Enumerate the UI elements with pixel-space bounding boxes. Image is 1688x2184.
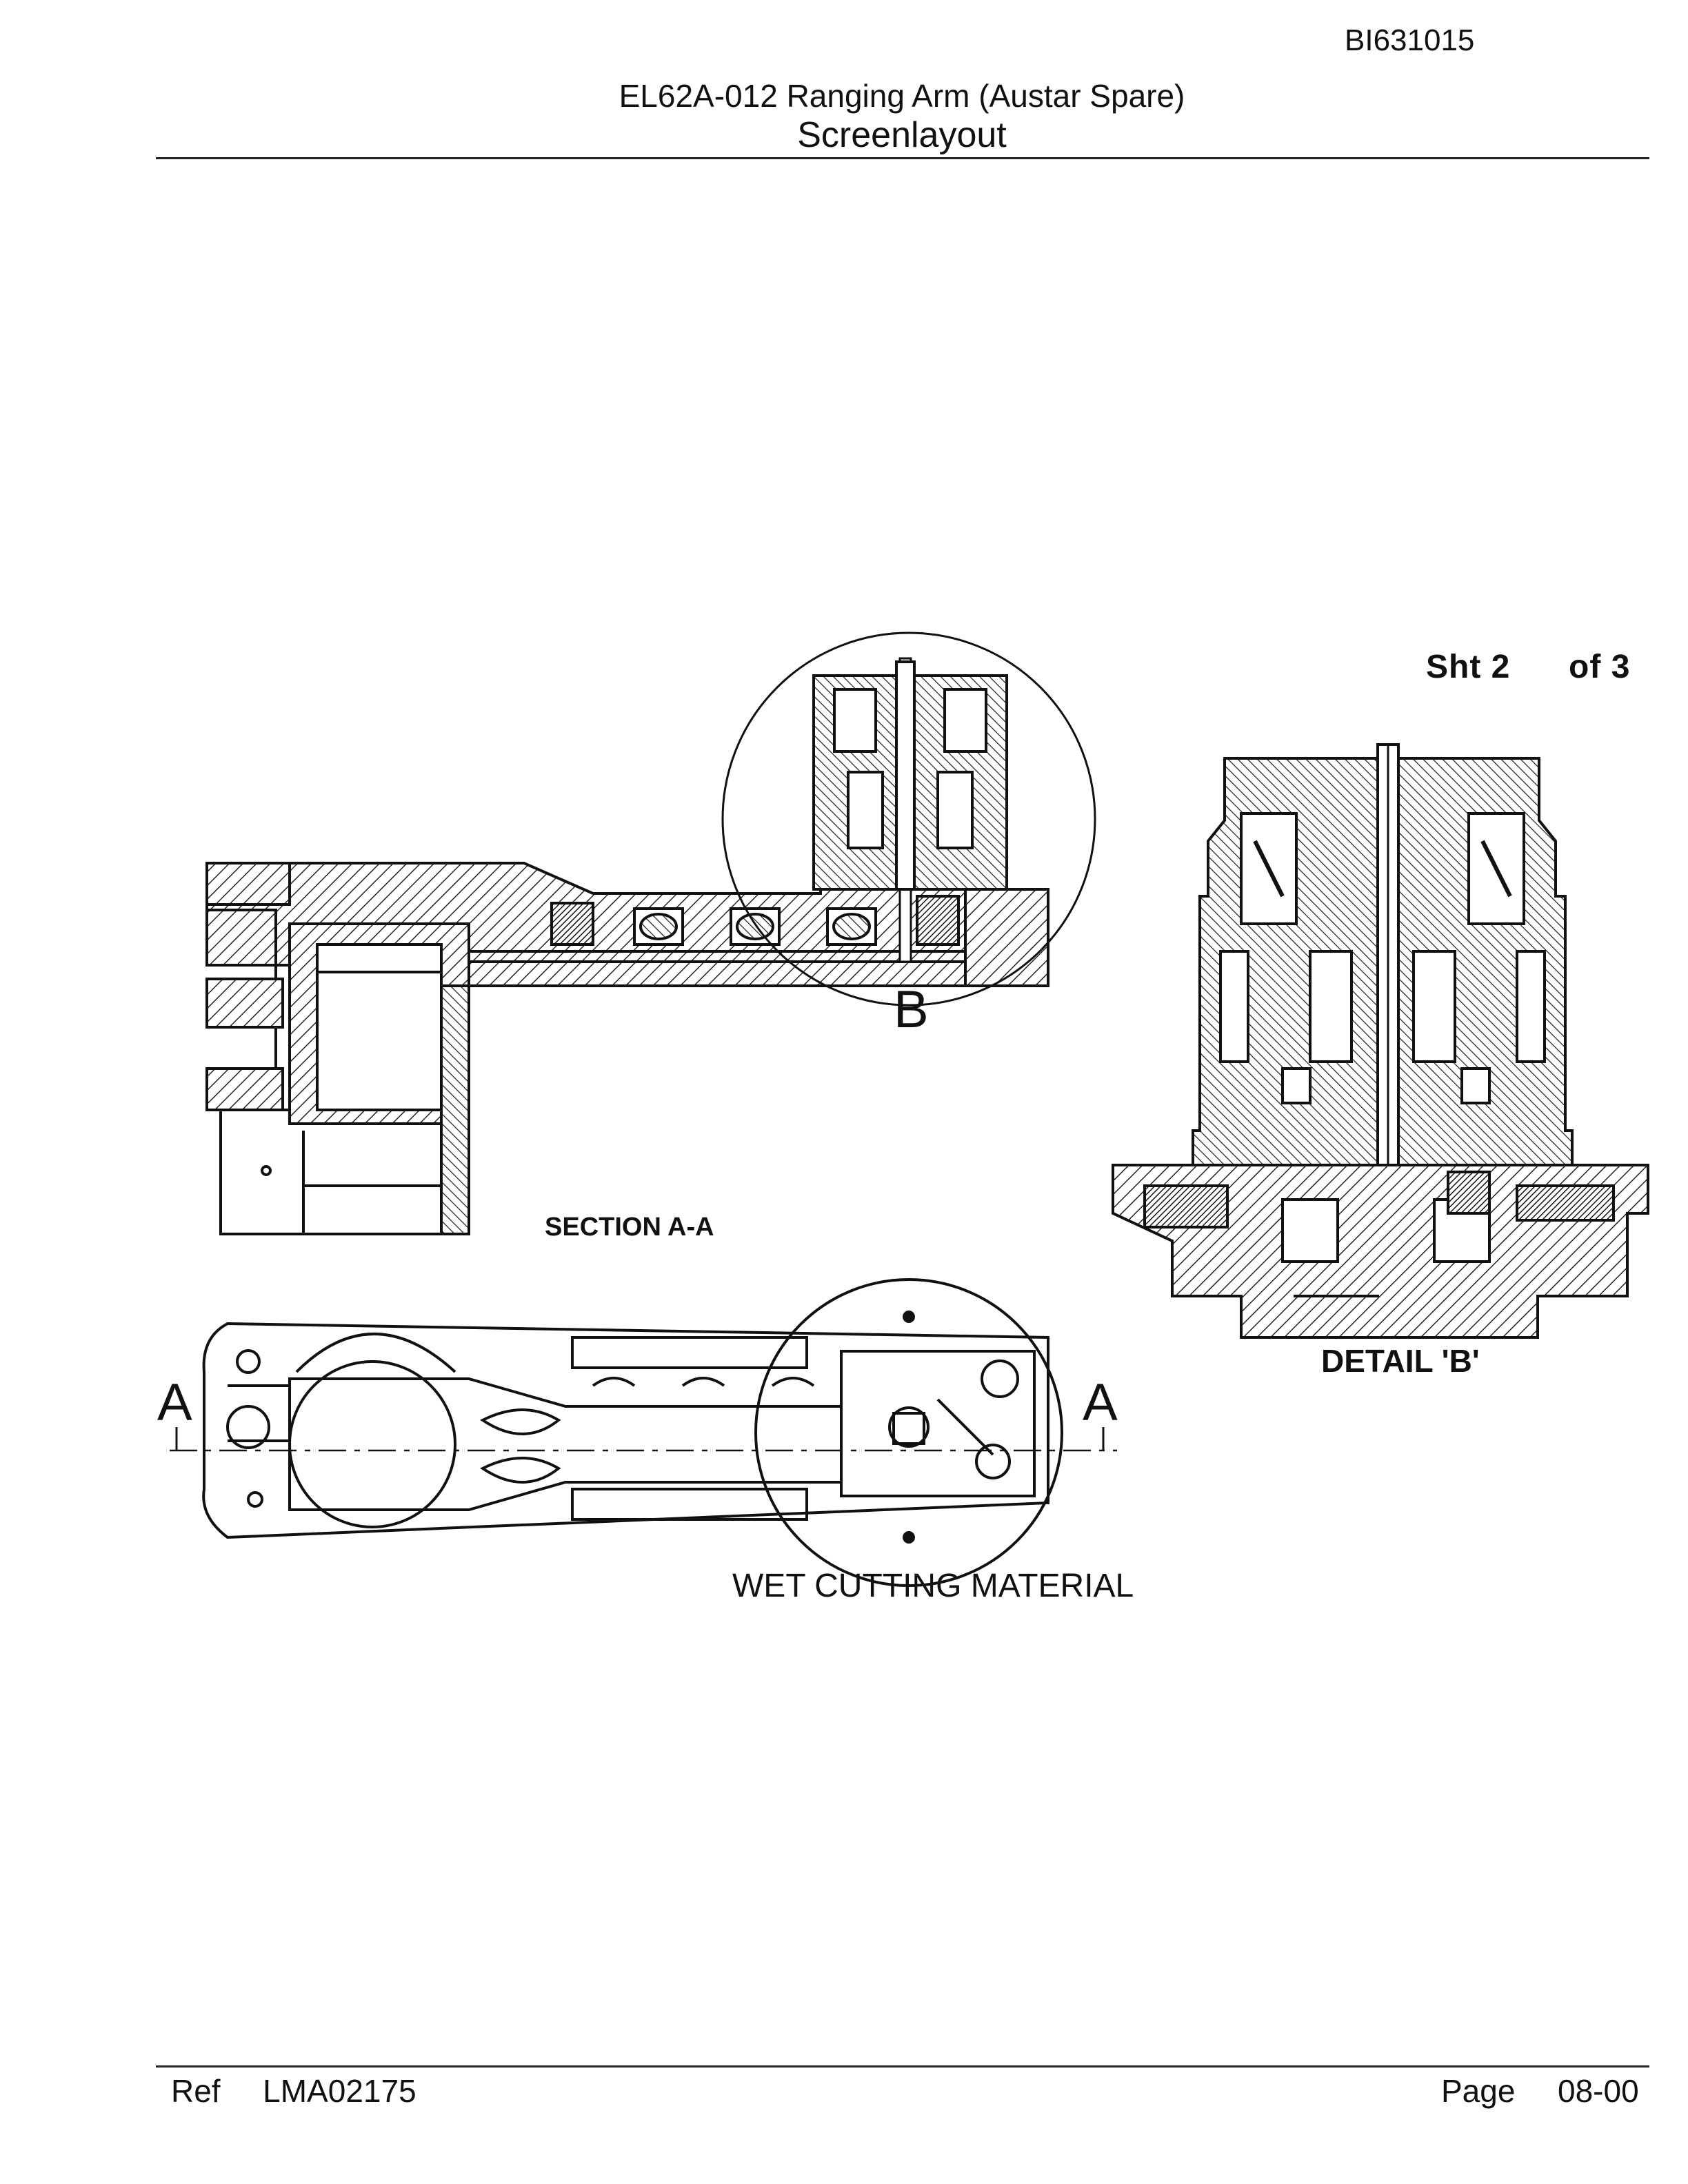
- page-label: Page: [1441, 2073, 1516, 2109]
- document-id: BI631015: [1345, 23, 1475, 57]
- document-title: EL62A-012 Ranging Arm (Austar Spare): [619, 78, 1185, 114]
- footer-page: Page 08-00: [1441, 2072, 1639, 2110]
- section-a-a-label: SECTION A-A: [545, 1213, 714, 1242]
- header-rule: [156, 157, 1649, 159]
- sheet-total: of 3: [1569, 649, 1631, 685]
- document-subtitle: Screenlayout: [797, 115, 1007, 155]
- footer-rule: [156, 2065, 1649, 2067]
- section-marker-left: A: [157, 1373, 192, 1432]
- ref-label: Ref: [171, 2073, 221, 2109]
- plan-view: [170, 1278, 1117, 1587]
- footer-ref: Ref LMA02175: [171, 2072, 416, 2110]
- page-value: 08-00: [1558, 2073, 1639, 2109]
- sheet-indicator: Sht 2 of 3: [1426, 648, 1630, 686]
- sheet-number: Sht 2: [1426, 649, 1511, 685]
- detail-b-view: [1112, 743, 1649, 1339]
- detail-b-label: DETAIL 'B': [1321, 1343, 1480, 1379]
- section-a-a-view: [205, 631, 1096, 1235]
- section-marker-right: A: [1083, 1373, 1118, 1432]
- detail-b-marker: B: [894, 980, 929, 1039]
- ref-value: LMA02175: [263, 2073, 416, 2109]
- material-label: WET CUTTING MATERIAL: [732, 1568, 1134, 1604]
